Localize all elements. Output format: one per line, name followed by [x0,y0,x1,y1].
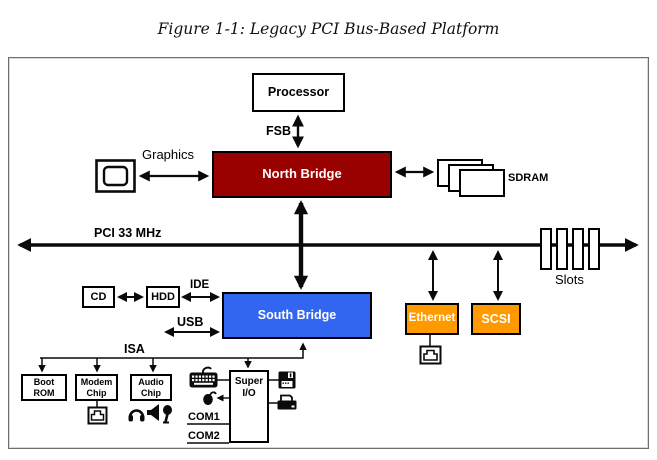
mouse-icon [202,390,219,406]
pci-bus-label: PCI 33 MHz [94,226,162,240]
pci-slot-4 [588,228,600,270]
boot-rom-box: Boot ROM [21,374,67,401]
pci-slot-2 [556,228,568,270]
processor-box: Processor [252,73,345,112]
fsb-label: FSB [266,124,291,138]
figure-caption: Figure 1-1: Legacy PCI Bus-Based Platfor… [157,20,500,38]
floppy-disk-icon [278,371,296,389]
cd-box: CD [82,286,115,308]
rj45-jack-icon [419,345,442,365]
ethernet-box: Ethernet [405,303,459,335]
usb-label: USB [177,315,204,329]
headphones-icon [127,404,146,423]
south-bridge-box: South Bridge [222,292,372,339]
com1-label: COM1 [188,411,220,423]
com2-label: COM2 [188,430,220,442]
pci-slot-3 [572,228,584,270]
super-io-box: Super I/O [229,370,269,443]
speaker-icon [146,403,161,422]
monitor-icon [95,159,136,193]
microphone-icon [161,405,174,424]
modem-chip-box: Modem Chip [75,374,118,401]
north-bridge-box: North Bridge [212,151,392,198]
printer-icon [277,394,297,411]
isa-label: ISA [124,342,145,356]
graphics-label: Graphics [142,147,195,162]
pci-slot-1 [540,228,552,270]
scsi-box: SCSI [471,303,521,335]
hdd-box: HDD [146,286,180,308]
sdram-module-front [459,169,505,197]
sdram-label: SDRAM [508,172,549,184]
diagram-frame [8,57,649,449]
isa-bus-line [40,342,307,359]
audio-chip-box: Audio Chip [130,374,172,401]
keyboard-icon [189,366,219,390]
ide-label: IDE [190,279,210,291]
slots-label: Slots [555,272,584,287]
rj11-jack-icon [87,406,108,425]
